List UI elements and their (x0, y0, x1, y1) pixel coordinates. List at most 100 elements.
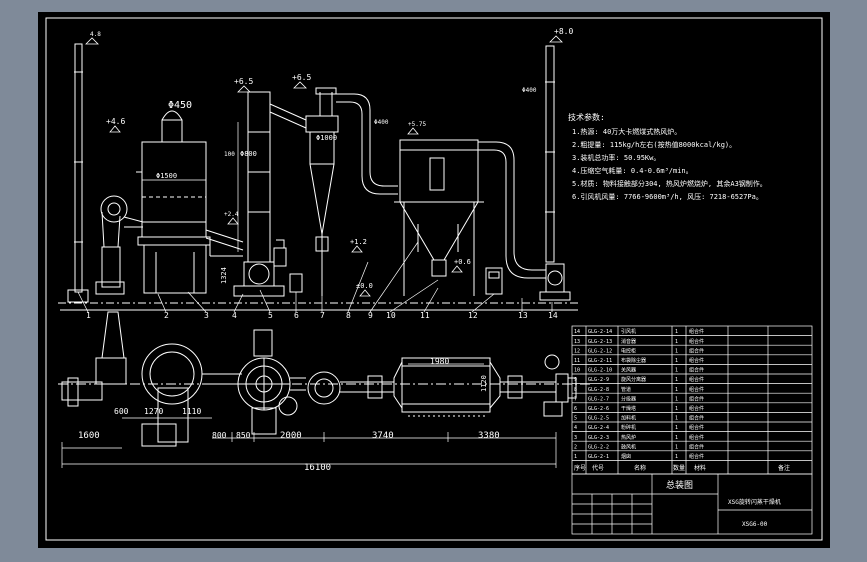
elev-duct: +2.4 (224, 211, 239, 218)
bom-cell-qty: 1 (675, 435, 678, 441)
dim-600: 600 (114, 407, 129, 416)
dim-2000: 2000 (280, 431, 302, 441)
dim-1120: 1120 (480, 375, 488, 392)
drying-tower (233, 91, 307, 297)
bom-cell-no: 5 (574, 416, 577, 422)
bom-cell-qty: 1 (675, 454, 678, 460)
dim-100: 100 (224, 151, 235, 158)
blower-left (95, 195, 144, 295)
tech-line-4: 4.压缩空气耗量: 0.4-0.6m³/min。 (572, 166, 693, 175)
bom-cell-name: 热风炉 (621, 434, 636, 441)
induced-fan (539, 263, 571, 301)
callout-8: 8 (346, 311, 351, 320)
dim-phi1000: Φ1000 (316, 134, 337, 142)
bom-cell-code: GLG-2-3 (588, 435, 609, 441)
control-cabinet (485, 267, 503, 295)
bom-cell-mat: 组合件 (689, 434, 704, 441)
bom-table (571, 325, 813, 475)
bom-cell-mat: 组合件 (689, 424, 704, 431)
tech-line-3: 3.装机总功率: 50.95Kw。 (572, 153, 660, 162)
callout-11: 11 (420, 311, 430, 320)
bom-header-name: 名称 (634, 464, 646, 472)
callout-5: 5 (268, 311, 273, 320)
bom-cell-name: 粉碎机 (621, 424, 636, 431)
bom-cell-qty: 1 (675, 406, 678, 412)
bom-cell-mat: 组合件 (689, 357, 704, 364)
dim-1270: 1270 (144, 407, 163, 416)
plan-duct-4 (500, 375, 556, 399)
dim-1600: 1600 (78, 431, 100, 441)
drawing-title: 总装图 (666, 479, 693, 491)
bom-header-remark: 备注 (778, 464, 790, 472)
bom-cell-code: GLG-2-9 (588, 377, 609, 383)
bom-cell-name: 分级器 (621, 395, 636, 402)
bom-cell-name: 干燥塔 (621, 405, 636, 412)
plan-duct-2 (290, 377, 306, 391)
elev-chimney-left: 4.8 (90, 31, 101, 38)
dim-1110: 1110 (182, 407, 201, 416)
bom-cell-qty: 1 (675, 339, 678, 345)
bom-cell-no: 1 (574, 454, 577, 460)
bom-cell-qty: 1 (675, 358, 678, 364)
plan-duct-1 (202, 373, 242, 385)
bom-cell-code: GLG-2-10 (588, 368, 612, 374)
bom-header-no: 序号 (574, 464, 586, 472)
bom-cell-code: GLG-2-5 (588, 416, 609, 422)
bom-cell-no: 9 (574, 377, 577, 383)
plan-chimney (61, 311, 127, 407)
bom-cell-no: 6 (574, 406, 577, 412)
bom-cell-no: 2 (574, 444, 577, 450)
chimney-right (545, 45, 555, 263)
bom-cell-mat: 组合件 (689, 328, 704, 335)
callout-2: 2 (164, 311, 169, 320)
dim-phi450: Φ450 (168, 100, 192, 111)
dim-1324: 1324 (220, 267, 228, 284)
dim-phi400-b: Φ400 (522, 87, 537, 94)
drawing-canvas: 4.8 +8.0 +4.6 +6.5 +6.5 +5.75 +2.4 +1.2 … (45, 17, 823, 541)
bom-cell-no: 12 (574, 348, 580, 354)
elev-valve: +1.2 (350, 238, 367, 246)
bom-header-mat: 材料 (694, 464, 706, 472)
bom-cell-no: 8 (574, 387, 577, 393)
bom-cell-qty: 1 (675, 329, 678, 335)
bom-cell-code: GLG-2-7 (588, 396, 609, 402)
cyclone-outlet-duct (336, 93, 398, 195)
tech-line-1: 1.热源: 40万大卡燃煤式热风炉。 (572, 127, 681, 136)
plan-bag-filter (393, 357, 501, 417)
bom-cell-name: 鼓风机 (621, 443, 636, 450)
bom-cell-qty: 1 (675, 348, 678, 354)
tech-line-5: 5.材质: 物料接触部分304, 热风炉燃烧炉, 其余A3钢制作。 (572, 179, 767, 188)
callout-7: 7 (320, 311, 325, 320)
callout-leaders (77, 241, 553, 313)
bom-cell-mat: 组合件 (689, 386, 704, 393)
bom-cell-no: 13 (574, 339, 580, 345)
dim-1980: 1980 (430, 357, 449, 366)
plan-cyclone (307, 371, 341, 405)
elev-outlet: +0.6 (454, 258, 471, 266)
callout-12: 12 (468, 311, 478, 320)
callout-3: 3 (204, 311, 209, 320)
plan-duct-3 (340, 375, 394, 399)
elevation-view (58, 35, 578, 313)
dim-total: 16100 (304, 463, 331, 473)
bom-cell-qty: 1 (675, 425, 678, 431)
callout-6: 6 (294, 311, 299, 320)
dim-3740: 3740 (372, 431, 394, 441)
bom-cell-qty: 1 (675, 368, 678, 374)
bom-cell-name: 旋风分离器 (621, 376, 646, 383)
bom-cell-mat: 组合件 (689, 415, 704, 422)
dim-phi400-a: Φ400 (374, 119, 389, 126)
bom-cell-code: GLG-2-4 (588, 425, 609, 431)
bom-cell-name: 加料机 (621, 415, 636, 422)
bom-cell-mat: 组合件 (689, 338, 704, 345)
bom-header-code: 代号 (592, 464, 604, 472)
product-name: XSG旋转闪蒸干燥机 (728, 498, 781, 506)
bom-cell-mat: 组合件 (689, 367, 704, 374)
tech-line-2: 2.粗提量: 115kg/h左右(按热值8000kcal/kg)。 (572, 140, 736, 149)
bom-cell-no: 3 (574, 435, 577, 441)
bom-cell-mat: 组合件 (689, 453, 704, 460)
plan-tower (237, 329, 298, 435)
bom-cell-code: GLG-2-12 (588, 348, 612, 354)
dim-phi1500: Φ1500 (156, 172, 177, 180)
elev-ground: ±0.0 (356, 282, 373, 290)
